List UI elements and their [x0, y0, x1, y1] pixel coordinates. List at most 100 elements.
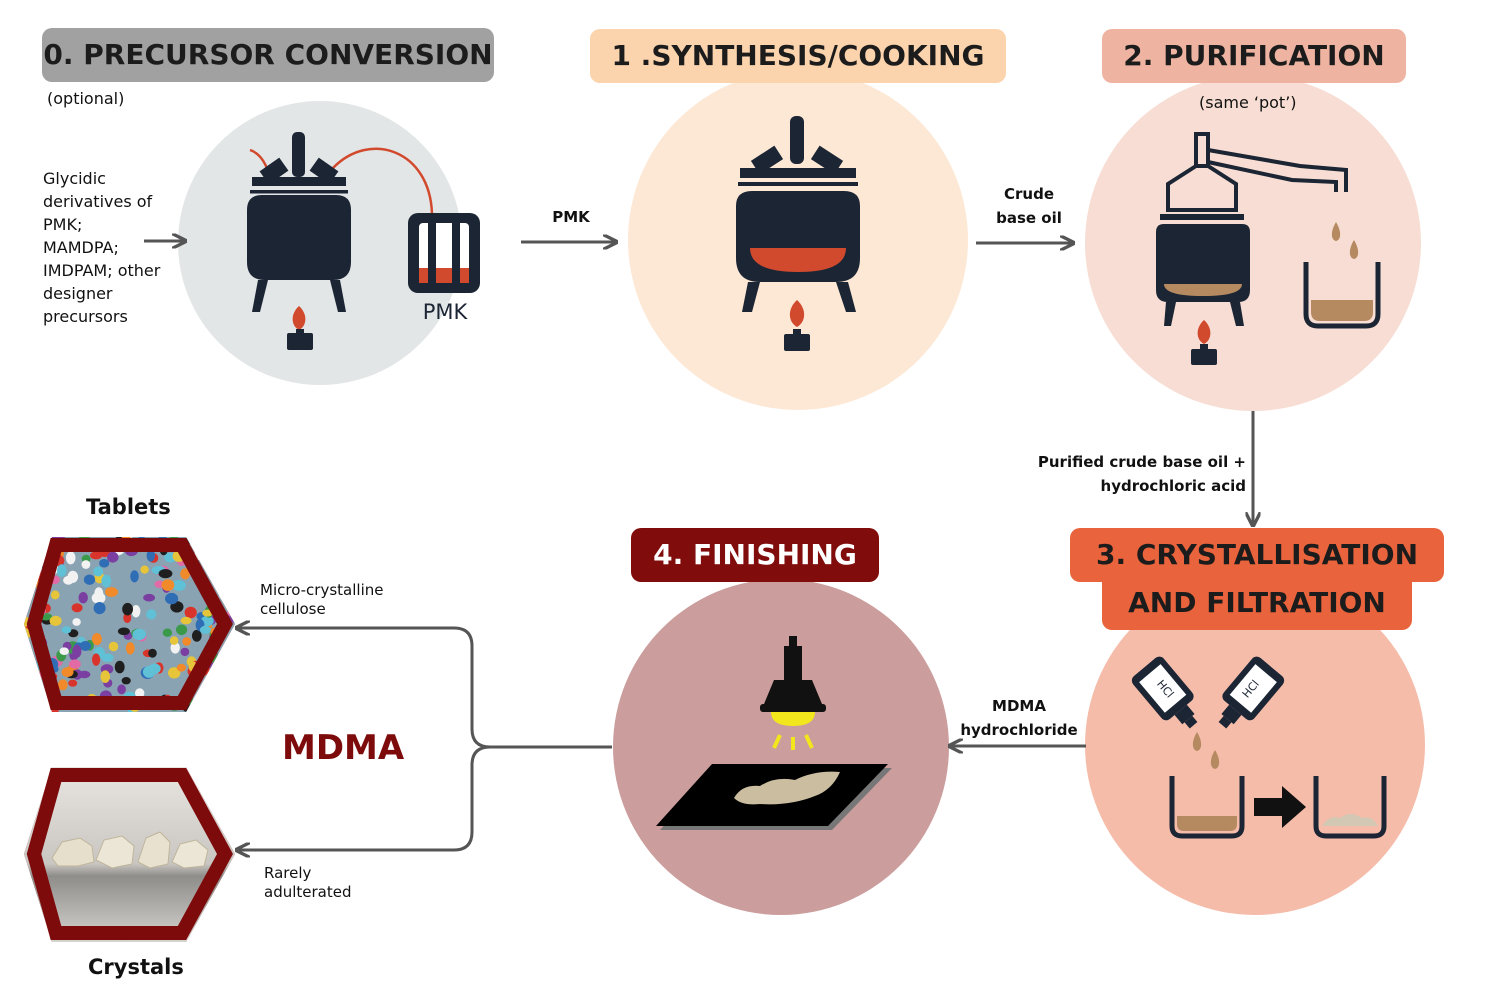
flow-label-line: base oil [996, 209, 1062, 227]
tablet-pellet [99, 558, 110, 568]
tablet-pellet [107, 551, 119, 563]
tablet-pellet [65, 551, 76, 565]
beaker-icon [1313, 776, 1387, 839]
beaker-icon [1169, 776, 1245, 839]
tablet-pellet [176, 624, 188, 636]
flow-label-line: cellulose [260, 600, 326, 618]
tablet-pellet [146, 609, 157, 620]
tablets-image [24, 537, 235, 712]
tablet-pellet [72, 644, 82, 658]
tablet-pellet [170, 642, 180, 654]
tablet-pellet [114, 660, 125, 674]
tablet-pellet [222, 694, 235, 706]
tablet-pellet [222, 549, 234, 562]
tablet-pellet [69, 659, 81, 669]
tablet-pellet [182, 637, 192, 646]
tablet-pellet [218, 584, 232, 596]
stage3-title: 3. CRYSTALLISATION [1070, 528, 1444, 582]
tablet-pellet [135, 688, 145, 699]
tablet-pellet [108, 641, 119, 652]
tablet-pellet [170, 580, 185, 591]
tablet-pellet [83, 574, 96, 585]
tablet-pellet [117, 684, 126, 695]
stage1-title: 1 .SYNTHESIS/COOKING [590, 29, 1006, 83]
flow-label-crystals: Rarely adulterated [264, 864, 352, 902]
tablet-pellet [148, 663, 161, 674]
tablet-pellet [91, 633, 102, 646]
tablet-pellet [25, 538, 39, 549]
tablet-pellet [197, 687, 211, 700]
tablet-pellet [227, 607, 235, 618]
stage2-note: (same ‘pot’) [1199, 93, 1297, 112]
tablet-pellet [78, 592, 88, 604]
crystals-label: Crystals [88, 955, 184, 979]
tablet-pellet [148, 648, 157, 658]
tablet-pellet [215, 537, 228, 550]
flow-label-line: Crude [1004, 185, 1054, 203]
tablet-pellet [49, 615, 62, 627]
flow-label-mdma-hcl: MDMA hydrochloride [955, 694, 1083, 742]
precursor-line: derivatives of [43, 192, 153, 211]
precursor-line: precursors [43, 307, 128, 326]
tablet-pellet [35, 540, 49, 554]
stage2-circle [1085, 75, 1421, 411]
tablet-pellet [180, 616, 192, 625]
tablet-pellet [101, 653, 114, 662]
pmk-label: PMK [422, 300, 468, 324]
tablet-pellet [117, 627, 130, 636]
tablet-pellet [93, 566, 104, 577]
lamp-icon [760, 636, 826, 750]
tablet-pellet [24, 538, 38, 547]
tablet-pellet [37, 544, 47, 554]
flow-label-pmk: PMK [552, 208, 590, 226]
tablet-pellet [169, 636, 179, 645]
stage3-title-line2: AND FILTRATION [1128, 586, 1386, 619]
tablet-pellet [180, 647, 190, 657]
tablet-pellet [223, 537, 234, 544]
tablet-pellet [231, 537, 235, 544]
tablet-pellet [91, 592, 106, 604]
tablet-pellet [218, 559, 229, 568]
tablet-pellet [228, 577, 235, 590]
tablet-pellet [222, 673, 235, 682]
tablet-pellet [203, 676, 215, 688]
tablet-pellet [219, 589, 232, 601]
tablet-pellet [50, 590, 60, 600]
tablet-pellet [211, 673, 221, 683]
tablet-pellet [219, 674, 230, 683]
tablet-pellet [212, 552, 225, 564]
flow-label-tablets: Micro-crystalline cellulose [260, 581, 383, 619]
stage4-circle [613, 579, 949, 915]
tablet-pellet [184, 606, 197, 619]
tablet-pellet [61, 667, 74, 678]
tablet-pellet [37, 539, 49, 551]
tablet-pellet [143, 593, 156, 602]
tablet-pellet [158, 569, 173, 579]
tablet-pellet [125, 642, 135, 655]
arrow-to-crystals [238, 745, 491, 850]
precursor-line: MAMDPA; [43, 238, 119, 257]
flow-label-line: Rarely [264, 864, 312, 882]
tablet-pellet [218, 549, 229, 557]
tablet-pellet [131, 605, 141, 618]
flame-icon [1191, 320, 1217, 365]
tablet-pellet [214, 561, 224, 572]
stage0-title: 0. PRECURSOR CONVERSION [42, 28, 494, 82]
flow-label-line: Purified crude base oil + [1037, 453, 1246, 471]
tablet-pellet [72, 618, 81, 626]
tablet-pellet [57, 564, 67, 577]
tablet-pellet [161, 579, 175, 591]
flow-label-purified: Purified crude base oil + hydrochloric a… [1010, 450, 1246, 498]
tablet-pellet [165, 592, 179, 605]
flow-label-line: MDMA [992, 697, 1046, 715]
droplet-icon [1331, 222, 1359, 259]
tablet-pellet [61, 626, 72, 634]
tablet-pellet [93, 602, 106, 615]
stage3-title-cont: AND FILTRATION [1102, 576, 1412, 630]
precursor-line: Glycidic [43, 169, 106, 188]
tablet-pellet [191, 629, 202, 642]
powder-tray-icon [656, 764, 892, 830]
tablet-pellet [229, 647, 235, 659]
precursor-line: IMDPAM; other [43, 261, 161, 280]
